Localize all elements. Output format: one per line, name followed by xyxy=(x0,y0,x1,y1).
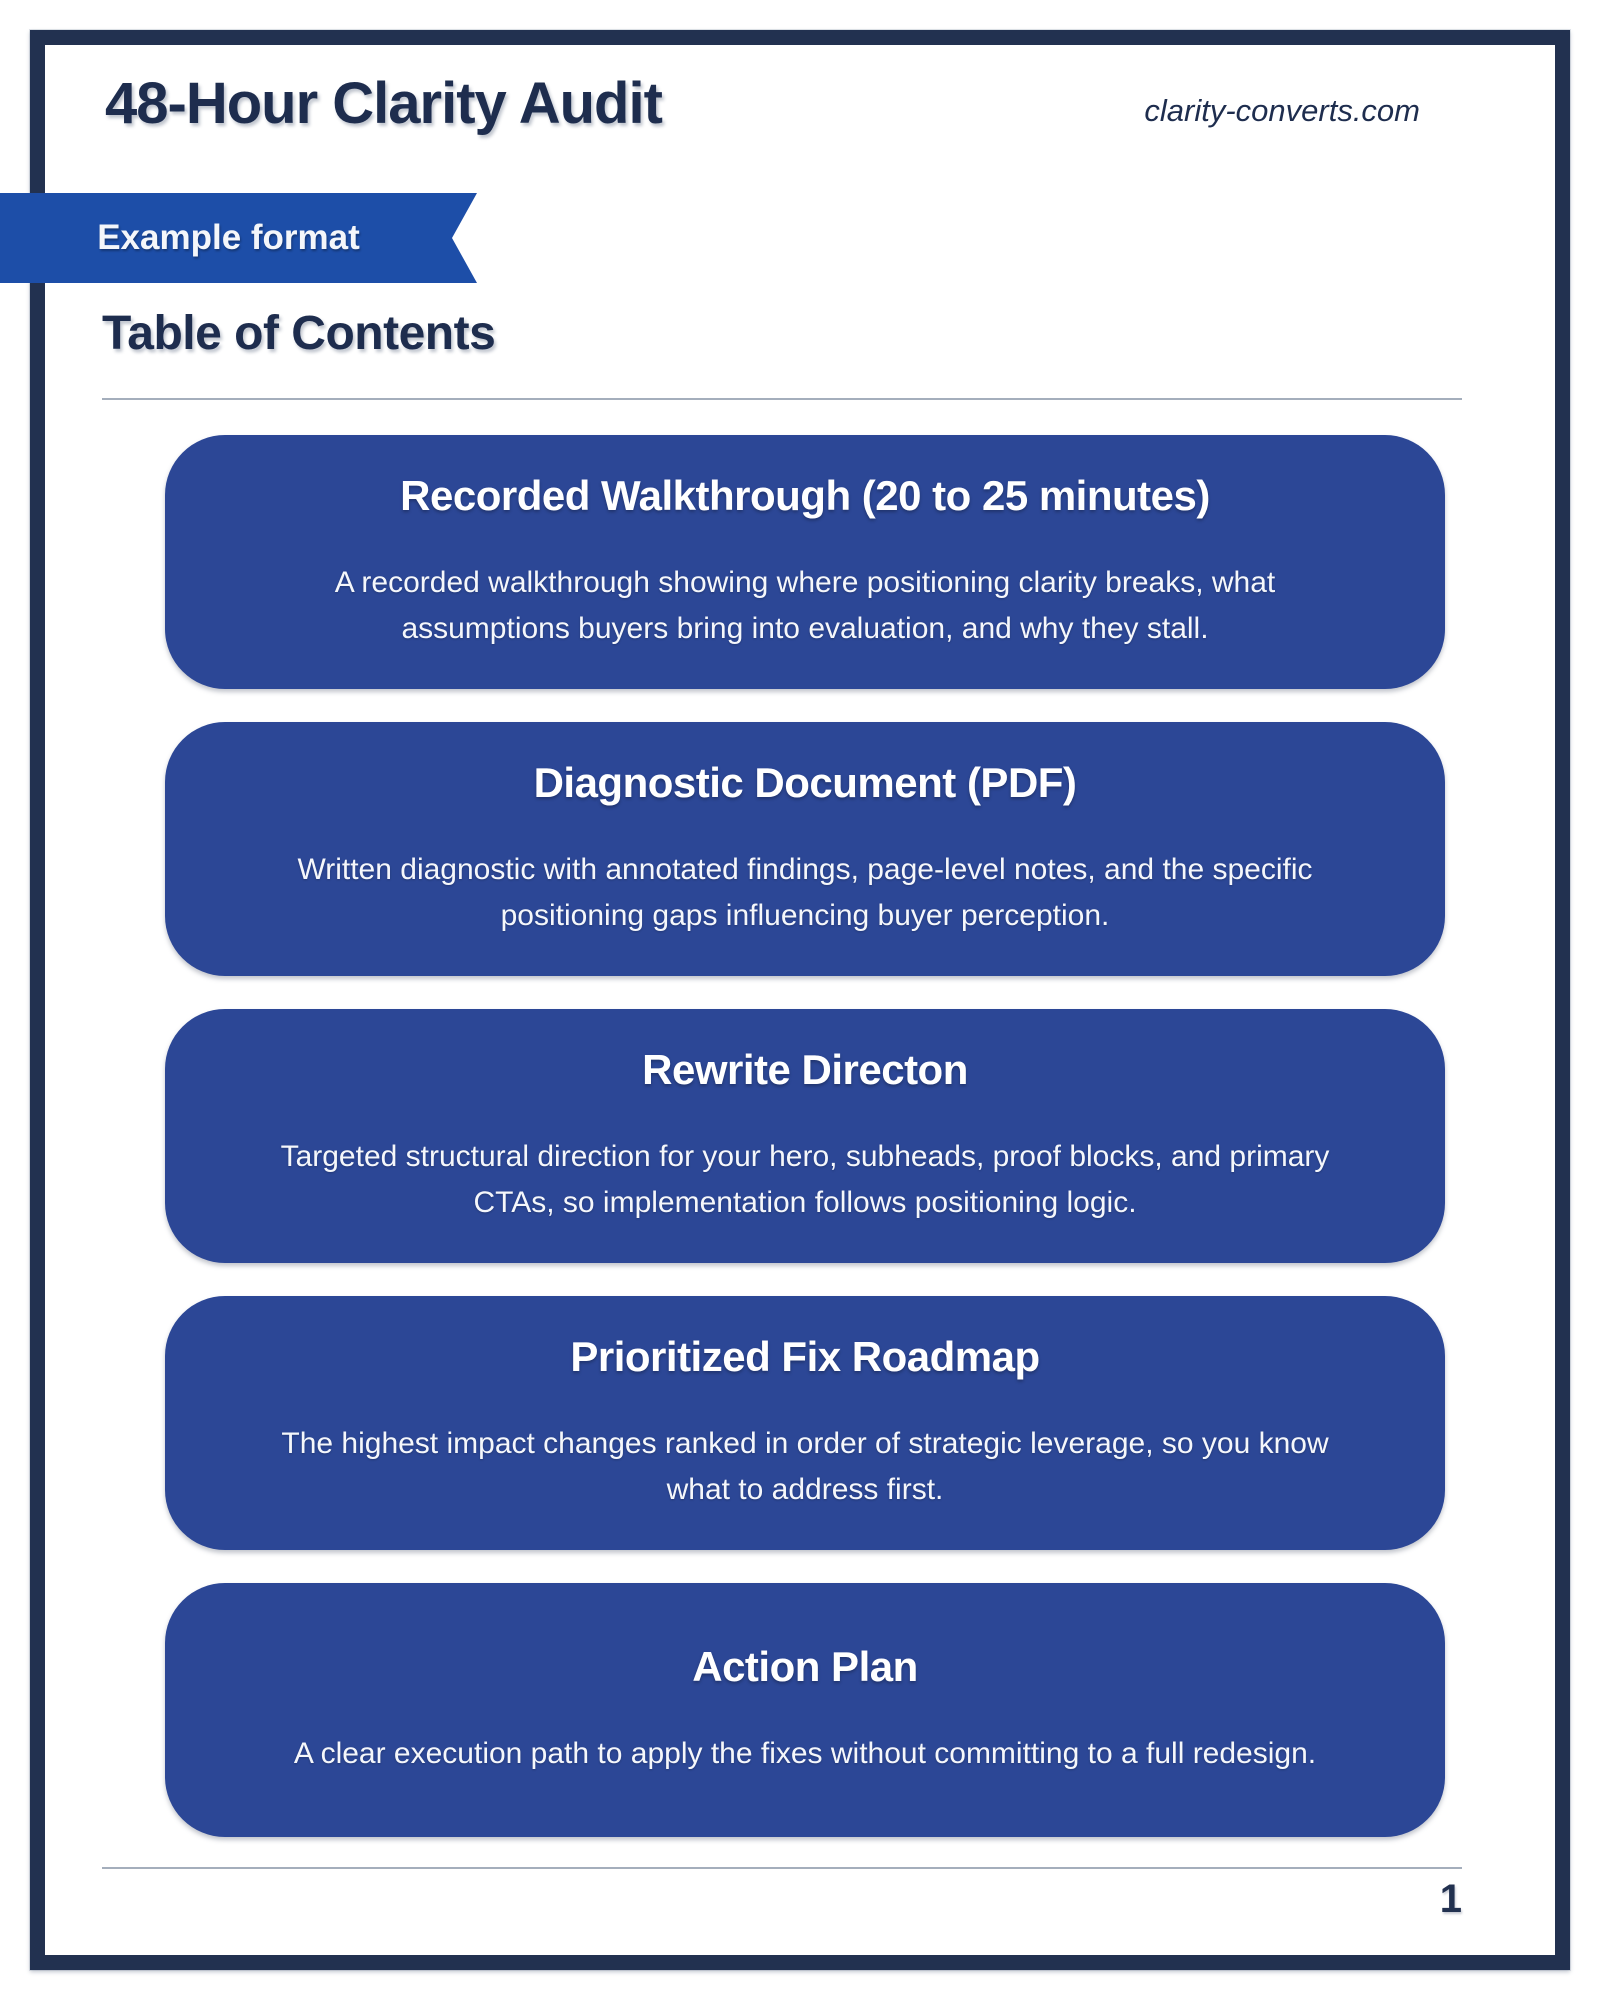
toc-card-description: Targeted structural direction for your h… xyxy=(280,1139,1330,1220)
toc-card: Recorded Walkthrough (20 to 25 minutes) … xyxy=(165,435,1445,690)
toc-card-title: Prioritized Fix Roadmap xyxy=(570,1332,1040,1380)
document-header: 48-Hour Clarity Audit clarity-converts.c… xyxy=(45,45,1555,138)
toc-card-title: Diagnostic Document (PDF) xyxy=(533,758,1077,806)
toc-heading: Table of Contents xyxy=(102,306,496,360)
page-content: 48-Hour Clarity Audit clarity-converts.c… xyxy=(45,45,1555,1955)
page-frame: 48-Hour Clarity Audit clarity-converts.c… xyxy=(30,30,1570,1970)
site-url: clarity-converts.com xyxy=(1144,93,1420,128)
toc-card-list: Recorded Walkthrough (20 to 25 minutes) … xyxy=(165,435,1445,1838)
toc-card-title: Rewrite Directon xyxy=(642,1045,968,1093)
toc-card-description: A recorded walkthrough showing where pos… xyxy=(334,565,1276,646)
bottom-divider xyxy=(102,1867,1462,1870)
example-format-ribbon: Example format xyxy=(0,193,477,283)
toc-card: Rewrite Directon Targeted structural dir… xyxy=(165,1009,1445,1264)
toc-card-description: A clear execution path to apply the fixe… xyxy=(293,1737,1317,1771)
toc-card: Action Plan A clear execution path to ap… xyxy=(165,1583,1445,1838)
toc-card-description: Written diagnostic with annotated findin… xyxy=(297,852,1313,933)
page-number: 1 xyxy=(1439,1877,1462,1922)
toc-card: Diagnostic Document (PDF) Written diagno… xyxy=(165,722,1445,977)
toc-card: Prioritized Fix Roadmap The highest impa… xyxy=(165,1296,1445,1551)
toc-card-title: Recorded Walkthrough (20 to 25 minutes) xyxy=(400,471,1210,519)
toc-card-description: The highest impact changes ranked in ord… xyxy=(281,1426,1329,1507)
ribbon-label: Example format xyxy=(97,218,360,257)
top-divider xyxy=(102,398,1462,401)
toc-card-title: Action Plan xyxy=(692,1643,918,1691)
page-title: 48-Hour Clarity Audit xyxy=(105,71,663,136)
